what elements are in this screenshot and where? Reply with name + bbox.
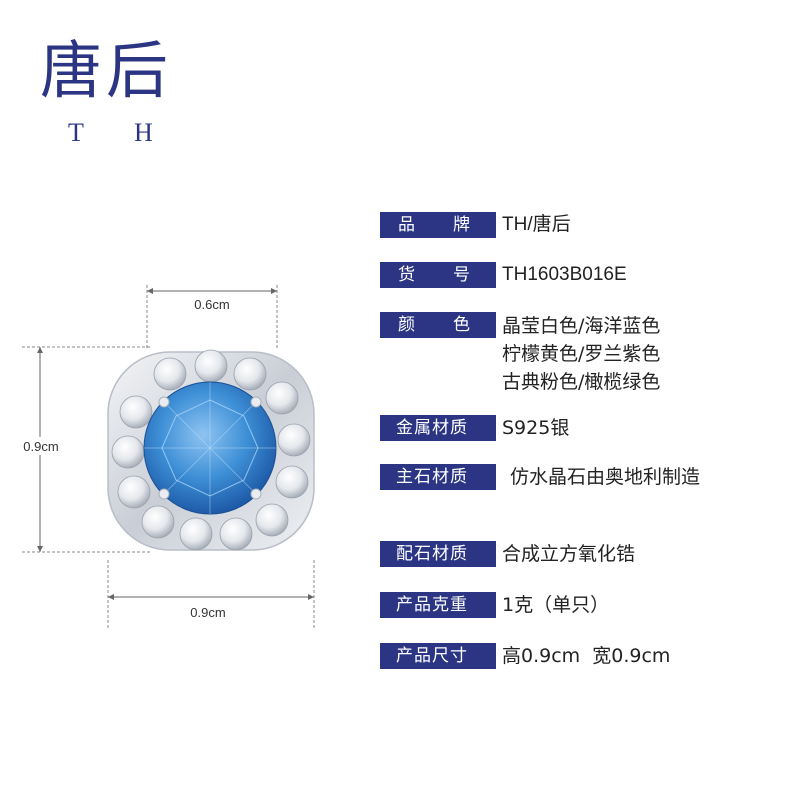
spec-row-item-number: 货号 TH1603B016E — [380, 262, 780, 288]
color-option-line-1: 晶莹白色/海洋蓝色 — [502, 315, 661, 337]
spec-row-metal: 金属材质 S925银 — [380, 415, 780, 441]
color-option-line-3: 古典粉色/橄榄绿色 — [502, 371, 661, 393]
spec-value-side-stone: 合成立方氧化锆 — [502, 543, 636, 565]
spec-label-metal: 金属材质 — [380, 415, 496, 441]
spec-label-color-char-2: 色 — [453, 315, 470, 335]
spec-label-side-stone: 配石材质 — [380, 541, 496, 567]
spec-value-metal: S925银 — [502, 417, 570, 439]
product-image: 0.6cm 0.9cm 0.9cm — [16, 285, 315, 628]
pave-stones — [111, 349, 311, 551]
logo-chinese: 唐后 — [40, 34, 173, 107]
spec-row-main-stone: 主石材质 仿水晶石由奥地利制造 — [380, 464, 780, 490]
spec-label-brand-char-2: 牌 — [453, 215, 470, 235]
dimension-top-width-label: 0.6cm — [194, 297, 229, 312]
dimension-height-label: 0.9cm — [23, 439, 58, 454]
spec-value-brand: TH/唐后 — [502, 214, 571, 235]
spec-value-weight: 1克（单只） — [502, 594, 610, 616]
dimension-top-width: 0.6cm — [146, 285, 278, 350]
spec-label-item-number-char-2: 号 — [453, 265, 470, 285]
spec-label-brand-char-1: 品 — [398, 215, 415, 235]
spec-row-color: 颜色 晶莹白色/海洋蓝色 柠檬黄色/罗兰紫色 古典粉色/橄榄绿色 — [380, 312, 780, 396]
spec-label-brand: 品牌 — [380, 212, 496, 238]
spec-value-color: 晶莹白色/海洋蓝色 柠檬黄色/罗兰紫色 古典粉色/橄榄绿色 — [502, 312, 660, 396]
spec-label-size: 产品尺寸 — [380, 643, 496, 669]
dimension-bottom-width: 0.9cm — [107, 560, 315, 628]
color-option-line-2: 柠檬黄色/罗兰紫色 — [502, 343, 661, 365]
logo-letter-h: H — [134, 118, 153, 147]
dimension-bottom-width-label: 0.9cm — [190, 605, 225, 620]
spec-label-main-stone: 主石材质 — [380, 464, 496, 490]
spec-label-item-number-char-1: 货 — [398, 265, 415, 285]
spec-row-size: 产品尺寸 高0.9cm 宽0.9cm — [380, 643, 780, 669]
spec-label-color: 颜色 — [380, 312, 496, 338]
logo-letter-t: T — [68, 118, 84, 147]
spec-label-color-char-1: 颜 — [398, 315, 415, 335]
spec-value-main-stone: 仿水晶石由奥地利制造 — [510, 466, 701, 488]
dimension-height: 0.9cm — [16, 346, 150, 553]
earring — [107, 349, 315, 551]
spec-row-side-stone: 配石材质 合成立方氧化锆 — [380, 541, 780, 567]
spec-value-item-number: TH1603B016E — [502, 264, 627, 285]
main-stone — [143, 381, 277, 515]
spec-label-item-number: 货号 — [380, 262, 496, 288]
spec-value-size: 高0.9cm 宽0.9cm — [502, 645, 671, 667]
spec-row-brand: 品牌 TH/唐后 — [380, 212, 780, 238]
spec-label-weight: 产品克重 — [380, 592, 496, 618]
spec-row-weight: 产品克重 1克（单只） — [380, 592, 780, 618]
